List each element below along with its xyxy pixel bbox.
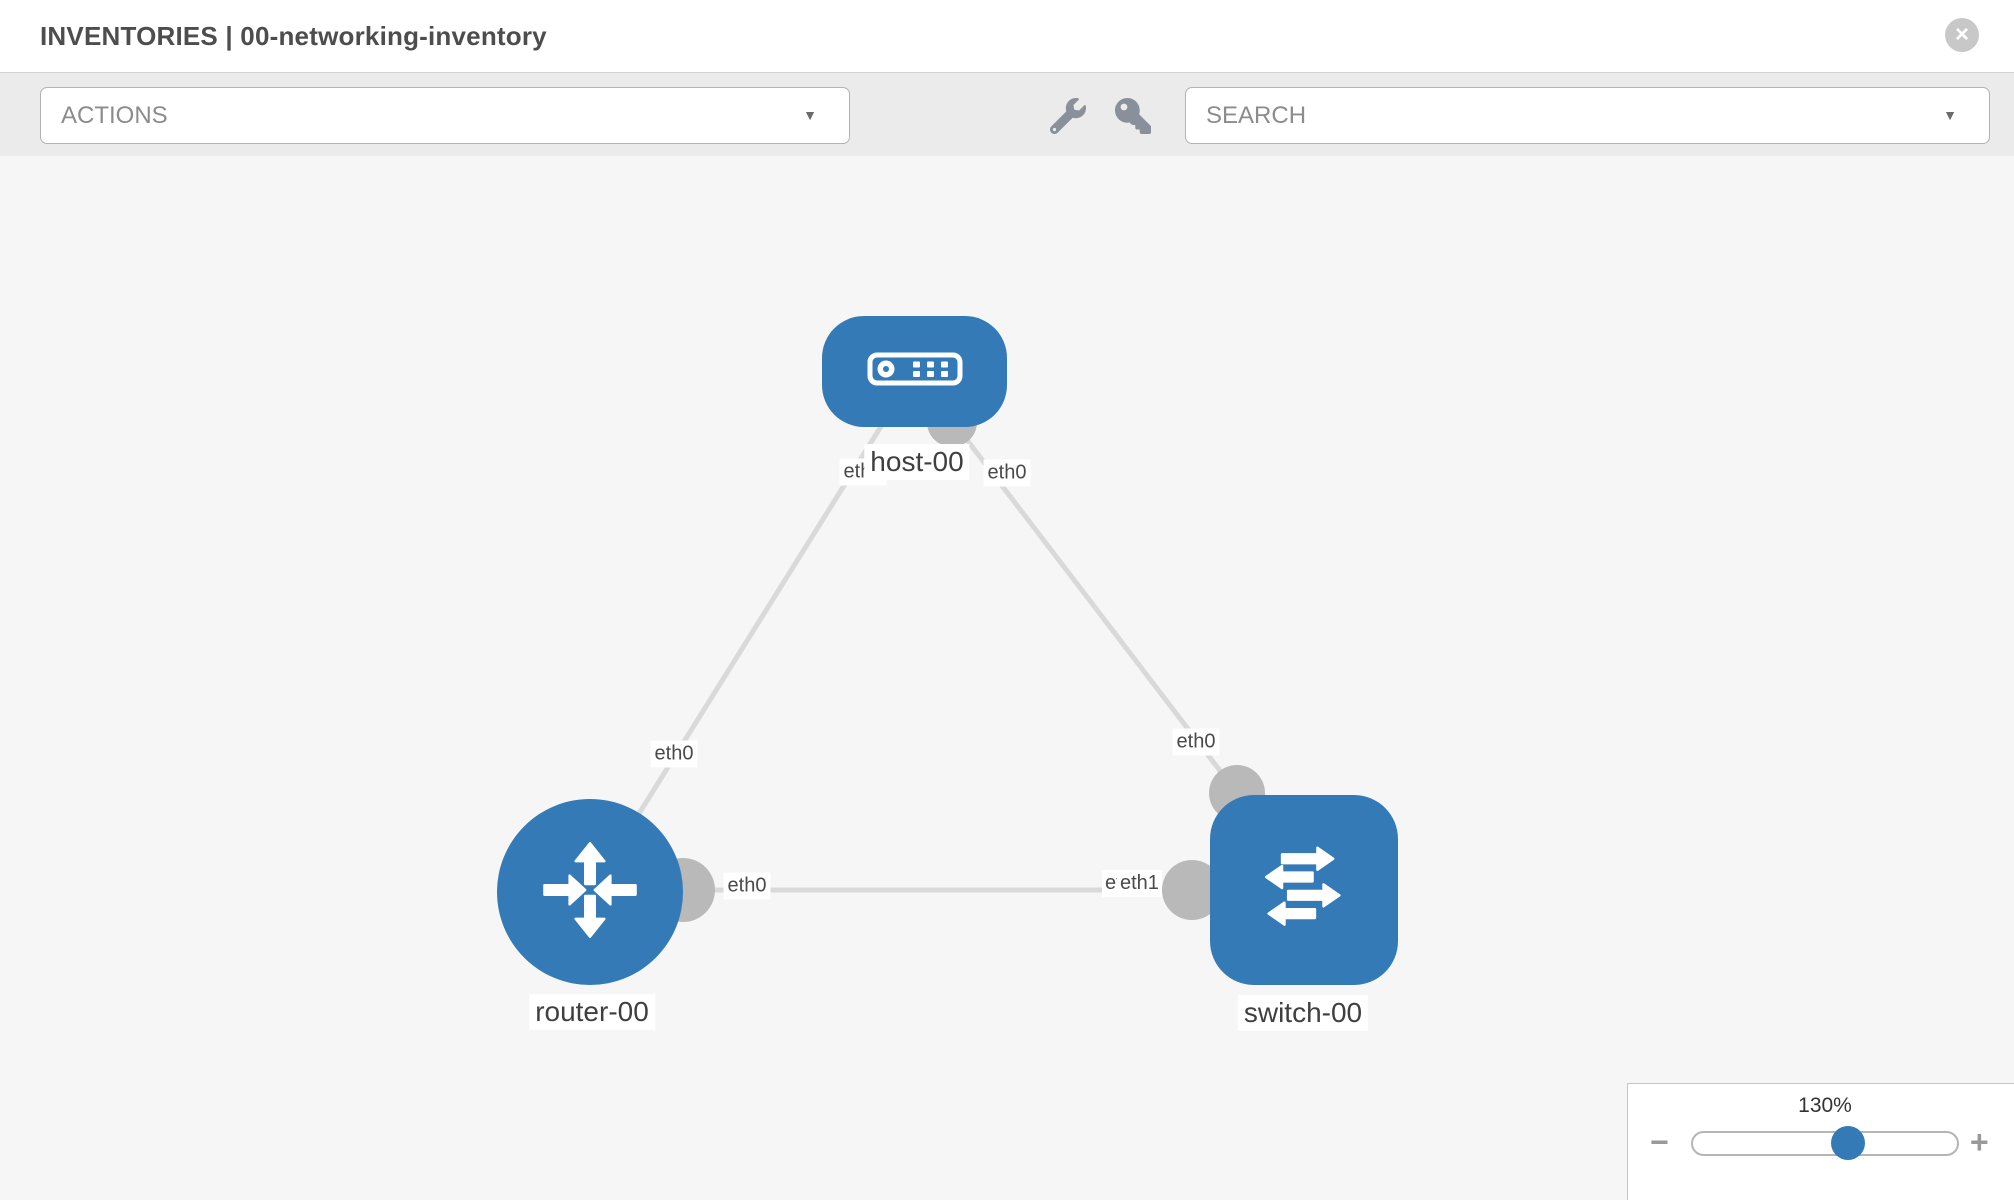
close-icon: × [1954,21,1969,48]
topology-canvas[interactable]: eth0 eth0 eth0 eth0 eth0 eth0 eth1 host-… [0,156,2014,1200]
switch-icon [1243,827,1365,954]
if-label-host-eth0-switch-link: eth0 [983,459,1031,487]
close-button[interactable]: × [1945,18,1979,52]
node-label-switch-00: switch-00 [1237,995,1369,1031]
host-icon [867,352,963,391]
node-switch-00[interactable] [1210,795,1398,985]
if-label-router-eth0-host-link: eth0 [650,740,698,768]
if-label-switch-eth0-host-link: eth0 [1172,728,1220,756]
node-router-00[interactable] [497,799,683,985]
node-host-00[interactable] [822,316,1007,427]
if-label-overlap-group: eth0 eth1 [1102,870,1174,898]
zoom-slider[interactable] [1691,1126,1959,1160]
zoom-panel: 130% − + [1627,1083,2014,1200]
node-label-host-00: host-00 [864,444,970,480]
chevron-down-icon: ▼ [1943,107,1957,123]
actions-dropdown[interactable]: ACTIONS ▼ [40,87,850,144]
search-dropdown[interactable]: SEARCH ▼ [1185,87,1990,144]
router-icon [530,830,650,955]
key-icon[interactable] [1115,98,1151,134]
if-label-switch-eth1-router-link: eth1 [1117,870,1162,897]
links-layer [587,370,1265,922]
search-dropdown-label: SEARCH [1206,102,1307,129]
page-title: INVENTORIES | 00-networking-inventory [40,21,547,51]
zoom-in-button[interactable]: + [1970,1124,1989,1160]
zoom-level: 130% [1798,1094,1852,1117]
zoom-slider-knob[interactable] [1831,1126,1865,1160]
toolbar: ACTIONS ▼ SEARCH ▼ [0,73,2014,158]
wrench-icon[interactable] [1049,98,1086,135]
actions-dropdown-label: ACTIONS [61,102,168,129]
node-label-router-00: router-00 [529,994,655,1030]
chevron-down-icon: ▼ [803,107,817,123]
zoom-out-button[interactable]: − [1650,1124,1669,1160]
header: INVENTORIES | 00-networking-inventory × [0,0,2014,73]
if-label-router-eth0-switch-link: eth0 [723,872,771,900]
connector-switch-eth1 [1162,860,1222,920]
link-host-switch [913,370,1239,795]
